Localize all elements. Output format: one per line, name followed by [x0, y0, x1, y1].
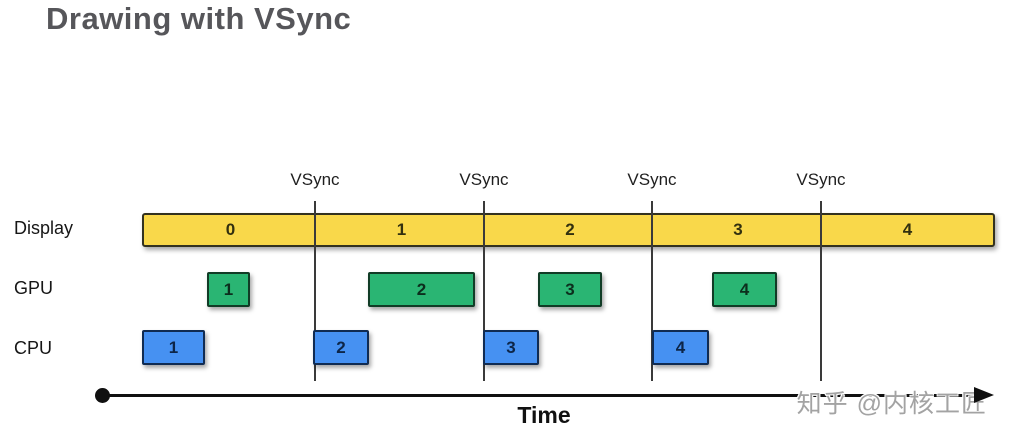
display-frame-0: 0: [225, 220, 236, 239]
cpu-block-3: 3: [483, 330, 539, 365]
display-frame-3: 3: [733, 220, 743, 239]
display-frame-2: 2: [565, 220, 575, 239]
cpu-block-1: 1: [142, 330, 205, 365]
row-label-cpu: CPU: [14, 338, 53, 358]
vsync-line-3: [651, 201, 653, 381]
vsync-label-2: VSync: [459, 170, 509, 189]
row-label-gpu: GPU: [14, 278, 54, 298]
time-axis-origin-dot: [95, 388, 110, 403]
vsync-label-3: VSync: [627, 170, 677, 189]
time-axis-arrowhead-icon: [974, 387, 994, 403]
gpu-block-1: 1: [207, 272, 250, 307]
time-axis-line: [103, 394, 985, 397]
page-title: Drawing with VSync: [46, 1, 352, 36]
vsync-label-1: VSync: [290, 170, 340, 189]
time-axis-label: Time: [517, 402, 571, 428]
vsync-label-4: VSync: [796, 170, 846, 189]
gpu-block-4: 4: [712, 272, 777, 307]
cpu-block-2: 2: [313, 330, 369, 365]
gpu-block-3: 3: [538, 272, 602, 307]
vsync-line-4: [820, 201, 822, 381]
vsync-line-1: [314, 201, 316, 381]
display-frame-bar: 0 1 2 3 4: [142, 213, 995, 247]
row-label-display: Display: [14, 218, 74, 238]
gpu-block-2: 2: [368, 272, 475, 307]
cpu-block-4: 4: [652, 330, 709, 365]
display-frame-1: 1: [396, 220, 407, 239]
display-frame-4: 4: [902, 220, 913, 239]
watermark: 知乎 @内核工匠: [796, 390, 987, 418]
vsync-line-2: [483, 201, 485, 381]
